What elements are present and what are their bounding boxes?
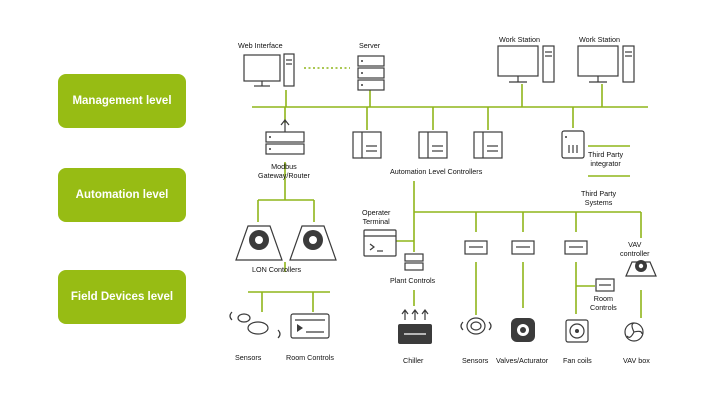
automation-controller-3-icon bbox=[473, 131, 503, 159]
server-icon bbox=[357, 55, 385, 91]
connection-lines bbox=[248, 67, 648, 318]
lon-controller-2-icon bbox=[289, 225, 337, 261]
fan-coils-label: Fan coils bbox=[563, 356, 592, 365]
plant-controls-icon bbox=[404, 253, 424, 271]
web-interface-monitor-icon bbox=[243, 53, 295, 87]
sensors-mid-label: Sensors bbox=[462, 356, 489, 365]
room-controls-left-icon bbox=[290, 313, 330, 339]
plant-controls-label: Plant Controls bbox=[390, 276, 436, 285]
management-level-badge: Management level bbox=[58, 74, 186, 128]
sensors-left-icon bbox=[229, 311, 281, 339]
automation-controller-1-icon bbox=[352, 131, 382, 159]
chiller-icon bbox=[398, 309, 432, 344]
work-station-1-icon bbox=[497, 45, 555, 83]
third-party-integrator-label: Third Party integrator bbox=[588, 150, 624, 168]
third-party-integrator-icon bbox=[561, 130, 585, 159]
lon-controllers-label: LON Contollers bbox=[252, 265, 302, 274]
fan-coil-controller-icon bbox=[564, 240, 588, 255]
work-station-2-icon bbox=[577, 45, 635, 83]
lon-controller-1-icon bbox=[235, 225, 283, 261]
modbus-gateway-icon bbox=[265, 119, 305, 155]
fan-coil-icon bbox=[565, 319, 589, 343]
room-controls-left-label: Room Controls bbox=[286, 353, 334, 362]
valve-actuator-icon bbox=[511, 318, 535, 342]
automation-level-badge: Automation level bbox=[58, 168, 186, 222]
operator-terminal-icon bbox=[363, 229, 397, 257]
room-controls-right-icon bbox=[595, 278, 615, 292]
valve-controller-icon bbox=[511, 240, 535, 255]
operator-terminal-label: Operater Terminal bbox=[362, 208, 391, 226]
work-station-2-label: Work Station bbox=[579, 35, 621, 44]
vav-box-fan-icon bbox=[624, 322, 644, 342]
sensors-mid-icon bbox=[460, 317, 492, 335]
chiller-label: Chiller bbox=[403, 356, 424, 365]
vav-controller-label: VAV controller bbox=[620, 240, 650, 258]
web-interface-label: Web Interface bbox=[238, 41, 283, 50]
automation-controller-2-icon bbox=[418, 131, 448, 159]
sensor-controller-icon bbox=[464, 240, 488, 255]
sensors-left-label: Sensors bbox=[235, 353, 262, 362]
automation-controllers-label: Automation Level Controllers bbox=[390, 167, 483, 176]
modbus-gateway-label: Modbus Gateway/Router bbox=[258, 162, 310, 180]
third-party-systems-label: Third Party Systems bbox=[581, 189, 617, 207]
room-controls-right-label: Room Controls bbox=[590, 294, 617, 312]
valves-actuator-label: Valves/Acturator bbox=[496, 356, 549, 365]
work-station-1-label: Work Station bbox=[499, 35, 541, 44]
field-devices-level-badge: Field Devices level bbox=[58, 270, 186, 324]
vav-box-label: VAV box bbox=[623, 356, 650, 365]
vav-controller-icon bbox=[625, 260, 657, 277]
server-label: Server bbox=[359, 41, 381, 50]
